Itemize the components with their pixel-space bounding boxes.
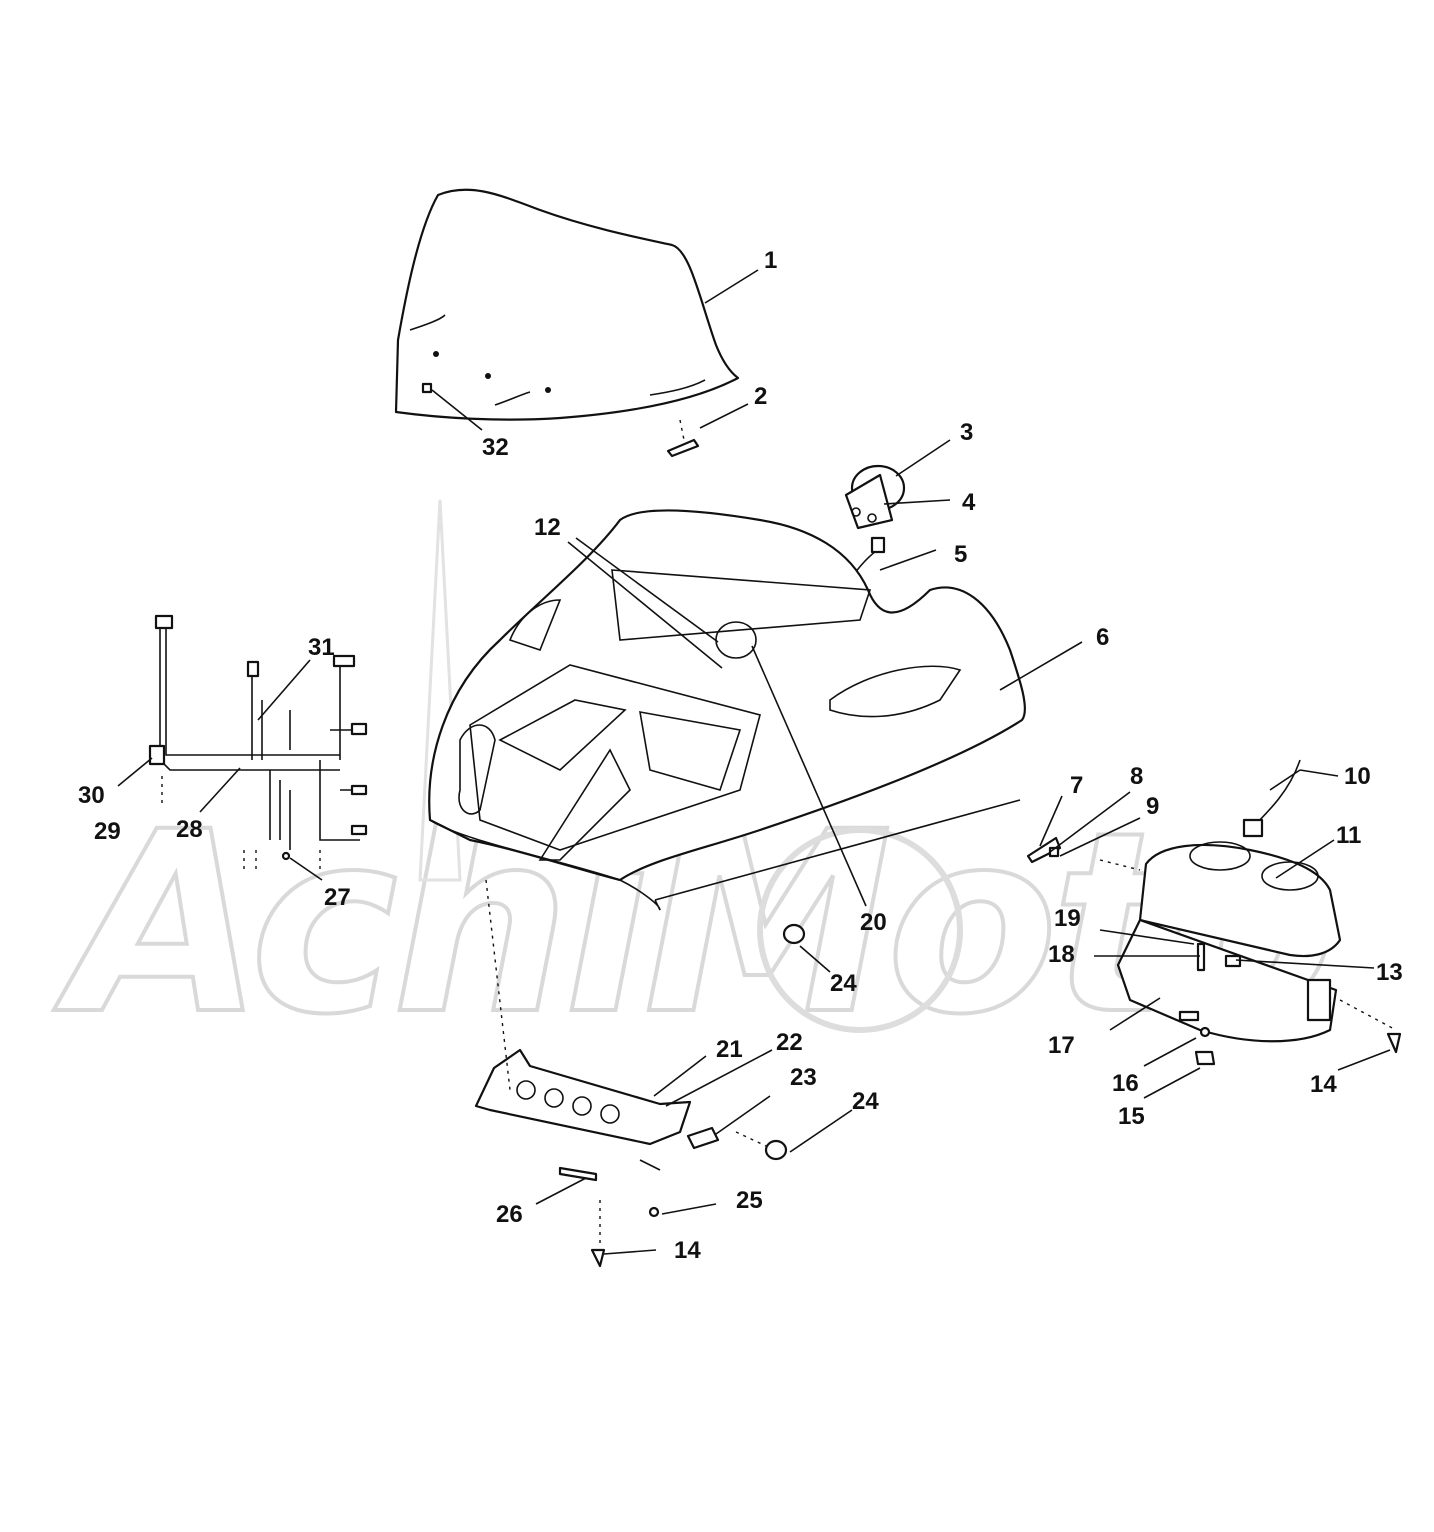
headlight-assembly [1138, 841, 1342, 958]
callout-8: 8 [1130, 763, 1143, 790]
callout-17: 17 [1048, 1032, 1075, 1059]
windshield [394, 188, 740, 421]
leader-lines [117, 269, 1397, 1255]
callout-13: 13 [1376, 959, 1403, 986]
callout-16: 16 [1112, 1070, 1139, 1097]
callout-24b: 24 [852, 1088, 879, 1115]
windshield-screw [666, 419, 700, 458]
callout-10: 10 [1344, 763, 1371, 790]
callout-28: 28 [176, 816, 203, 843]
bumper-plate [474, 1048, 692, 1171]
callout-18: 18 [1048, 941, 1075, 968]
callout-26: 26 [496, 1201, 523, 1228]
callout-31: 31 [308, 634, 335, 661]
headlight-harness [1242, 759, 1301, 838]
bottom-fasteners [558, 1166, 660, 1268]
gauge [844, 464, 906, 581]
callout-7: 7 [1070, 772, 1083, 799]
callout-21: 21 [716, 1036, 743, 1063]
callouts: 1 2 3 4 5 6 7 8 9 10 11 12 13 14 14 15 1… [78, 247, 1403, 1264]
callout-1: 1 [764, 247, 777, 274]
callout-11: 11 [1336, 822, 1361, 849]
callout-25: 25 [736, 1187, 763, 1214]
callout-22: 22 [776, 1029, 803, 1056]
latch-bracket [1026, 836, 1062, 864]
rubber-latch [764, 923, 806, 1161]
callout-3: 3 [960, 419, 973, 446]
callout-14b: 14 [674, 1237, 701, 1264]
callout-12: 12 [534, 514, 561, 541]
callout-30: 30 [78, 782, 105, 809]
wiring-harness [148, 614, 368, 870]
callout-4: 4 [962, 489, 976, 516]
callout-29: 29 [94, 818, 121, 845]
callout-5: 5 [954, 541, 967, 568]
latch-plate [686, 1126, 720, 1150]
callout-19: 19 [1054, 905, 1081, 932]
callout-27: 27 [324, 884, 351, 911]
callout-6: 6 [1096, 624, 1109, 651]
watermark-wheel-icon [757, 827, 963, 1033]
small-hardware [1194, 942, 1402, 1066]
callout-24a: 24 [830, 970, 857, 997]
callout-20: 20 [860, 909, 887, 936]
callout-14a: 14 [1310, 1071, 1337, 1098]
callout-2: 2 [754, 383, 767, 410]
hood [428, 509, 1026, 911]
watermark-spire-icon [418, 499, 462, 882]
callout-32: 32 [482, 434, 509, 461]
callout-15: 15 [1118, 1103, 1145, 1130]
callout-9: 9 [1146, 793, 1159, 820]
windshield-well-nut [421, 382, 433, 394]
callout-23: 23 [790, 1064, 817, 1091]
